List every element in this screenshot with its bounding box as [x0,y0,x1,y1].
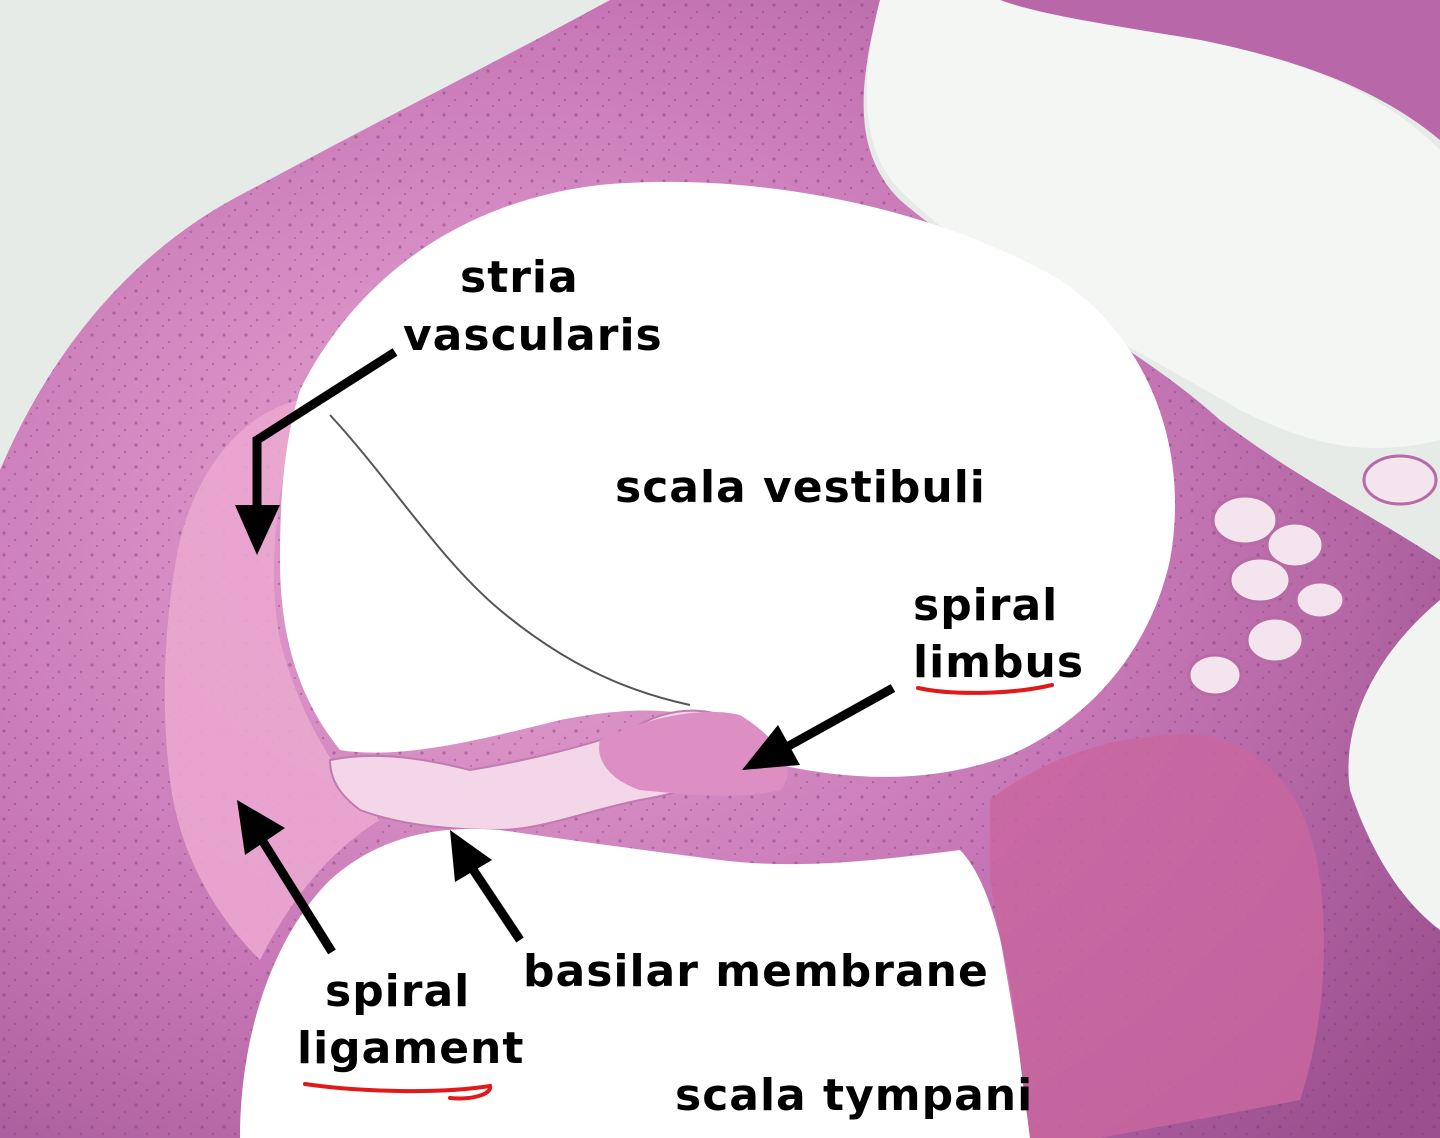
scala-vestibuli-label: scala vestibuli [615,462,986,513]
spiral-ligament-label-line2: ligament [297,1023,524,1074]
right-lumen [1348,600,1440,930]
spiral-limbus-label-line1: spiral [913,580,1058,631]
upper-right-lumen [866,0,1440,449]
ligament-underline [303,1082,492,1101]
stria-arrow-head [235,505,280,555]
stria-label-line1: stria [460,252,579,303]
ligament-arrow-shaft [258,837,336,955]
scala-tympani-label: scala tympani [675,1070,1033,1121]
limbus-underline [916,683,1054,695]
ligament-arrow-head [237,800,285,855]
stria-arrow-shaft [252,348,398,508]
ganglion-cells [1187,454,1438,697]
stria-label-line2: vascularis [403,310,663,361]
limbus-arrow-shaft [782,684,896,752]
nerve-bundle [990,734,1324,1138]
scala-tympani-lumen [240,828,1030,1138]
spiral-ligament-region [164,400,380,960]
basilar-arrow-shaft [466,862,524,943]
basilar-arrow-head [450,830,492,882]
spiral-limbus-tissue [599,711,788,796]
spiral-ligament-label-line1: spiral [325,966,470,1017]
basilar-membrane-label: basilar membrane [523,946,989,997]
vestibular-membrane [329,414,691,706]
annotation-arrows [235,348,896,955]
scala-vestibuli-lumen [280,181,1176,777]
upper-tissue-band [1000,0,1440,140]
spiral-limbus-label-line2: limbus [913,637,1084,688]
limbus-arrow-head [742,725,800,770]
